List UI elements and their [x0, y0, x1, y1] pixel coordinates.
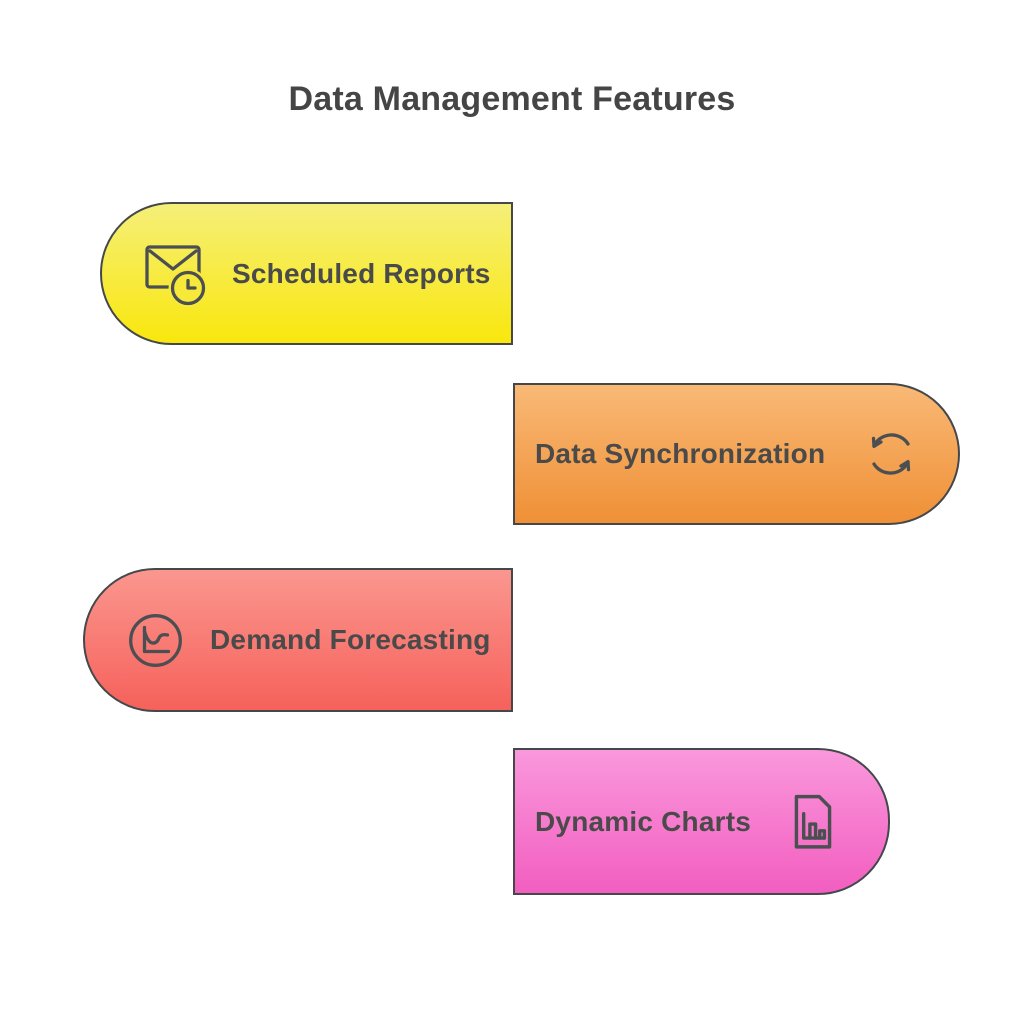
- feature-pill-demand-forecasting: Demand Forecasting: [83, 568, 513, 712]
- sync-arrows-icon: [863, 428, 919, 480]
- feature-label: Data Synchronization: [535, 438, 826, 469]
- diagram-title: Data Management Features: [288, 80, 736, 118]
- feature-pill-scheduled-reports: Scheduled Reports: [100, 202, 513, 345]
- feature-label: Dynamic Charts: [535, 805, 751, 837]
- feature-pill-dynamic-charts: Dynamic Charts: [513, 748, 890, 895]
- mail-clock-icon: [144, 241, 208, 307]
- feature-pill-data-synchronization: Data Synchronization: [513, 383, 960, 525]
- feature-label: Demand Forecasting: [210, 624, 491, 655]
- bar-chart-document-icon: [789, 793, 837, 851]
- trend-line-chart-icon: [127, 612, 184, 669]
- feature-label: Scheduled Reports: [232, 257, 491, 289]
